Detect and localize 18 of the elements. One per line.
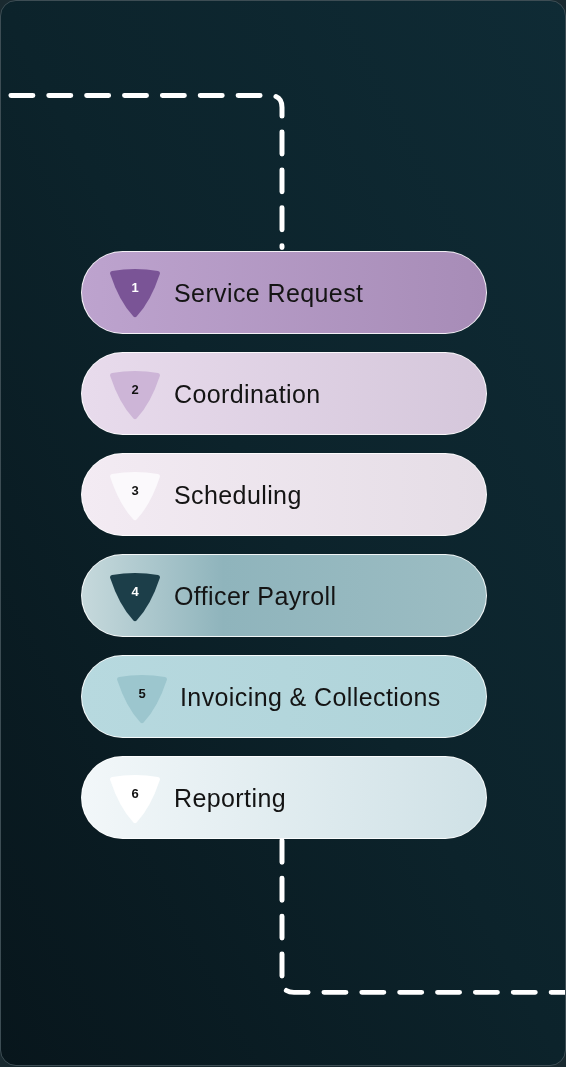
step-number: 6 (131, 787, 139, 800)
step-label: Officer Payroll (174, 580, 337, 611)
shield-badge (109, 572, 161, 622)
step-number: 2 (131, 383, 139, 396)
dashed-connector (279, 837, 565, 995)
step-number: 3 (131, 484, 139, 497)
step-label: Reporting (174, 782, 286, 813)
shield-badge (109, 370, 161, 420)
step-label: Invoicing & Collections (180, 681, 441, 712)
step-number: 5 (138, 687, 146, 700)
shield-badge (116, 674, 168, 724)
step-label: Scheduling (174, 479, 302, 510)
step-number: 4 (131, 585, 139, 598)
step-number: 1 (131, 281, 139, 294)
dashed-connector (8, 93, 285, 250)
shield-badge (109, 268, 161, 318)
step-label: Coordination (174, 378, 321, 409)
step-label: Service Request (174, 277, 364, 308)
